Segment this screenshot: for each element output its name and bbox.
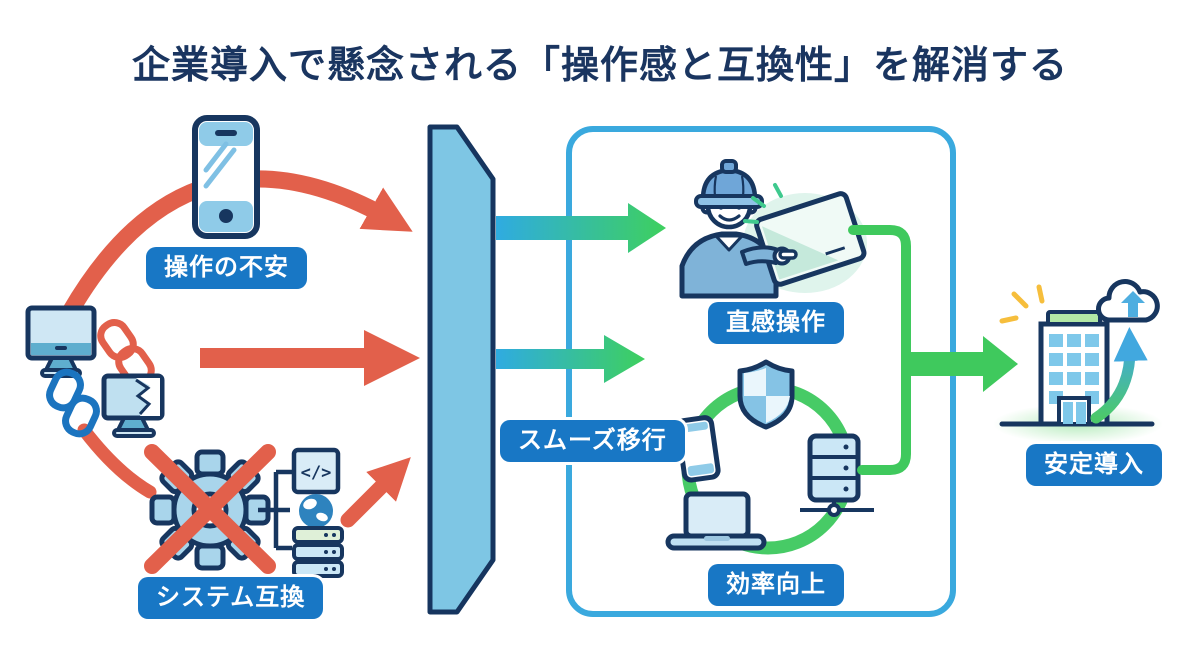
- smartphone-icon: [192, 115, 260, 239]
- label-system-compatibility: システム互換: [138, 577, 324, 619]
- label-operation-anxiety: 操作の不安: [146, 247, 307, 289]
- label-stable-deployment: 安定導入: [1026, 444, 1162, 486]
- building-icon: [1038, 310, 1110, 427]
- device-sync-circle: [665, 359, 874, 555]
- label-efficiency-improvement: 効率向上: [708, 564, 844, 606]
- flow-arrow-bottom: [496, 335, 645, 383]
- red-curved-arrow-bottom: [77, 423, 157, 499]
- green-merge-connector: [848, 225, 1018, 475]
- laptop-icon: [665, 491, 767, 551]
- building-group: [993, 279, 1163, 444]
- bracket-connector: [258, 469, 292, 551]
- label-smooth-migration: スムーズ移行: [500, 420, 685, 462]
- flow-arrow-top: [496, 203, 666, 253]
- barrier-shape: [427, 124, 496, 615]
- gear-crossed-icon: [144, 444, 276, 574]
- monitor-icon: [25, 305, 97, 378]
- green-result-arrow: [906, 336, 1018, 392]
- worker-with-tablet-icon: [679, 159, 867, 299]
- code-glyph: </>: [301, 463, 332, 483]
- cracked-monitor-icon: [101, 373, 165, 438]
- cloud-upload-icon: [1096, 279, 1160, 323]
- sparkle-icon: [743, 183, 783, 224]
- red-diagonal-arrow: [340, 457, 411, 528]
- shield-icon: [737, 359, 795, 430]
- broken-chain-blue-icon: [46, 368, 100, 438]
- code-icon: </>: [291, 447, 341, 495]
- sparkle-icon-yellow: [999, 284, 1045, 324]
- globe-icon: [299, 494, 333, 528]
- diagram-title: 企業導入で懸念される「操作感と互換性」を解消する: [131, 45, 1068, 87]
- growth-swoosh-arrow: [1090, 326, 1148, 424]
- server-stack-icon: [292, 526, 344, 578]
- label-intuitive-operation: 直感操作: [708, 302, 844, 344]
- server-tower-icon: [800, 433, 874, 517]
